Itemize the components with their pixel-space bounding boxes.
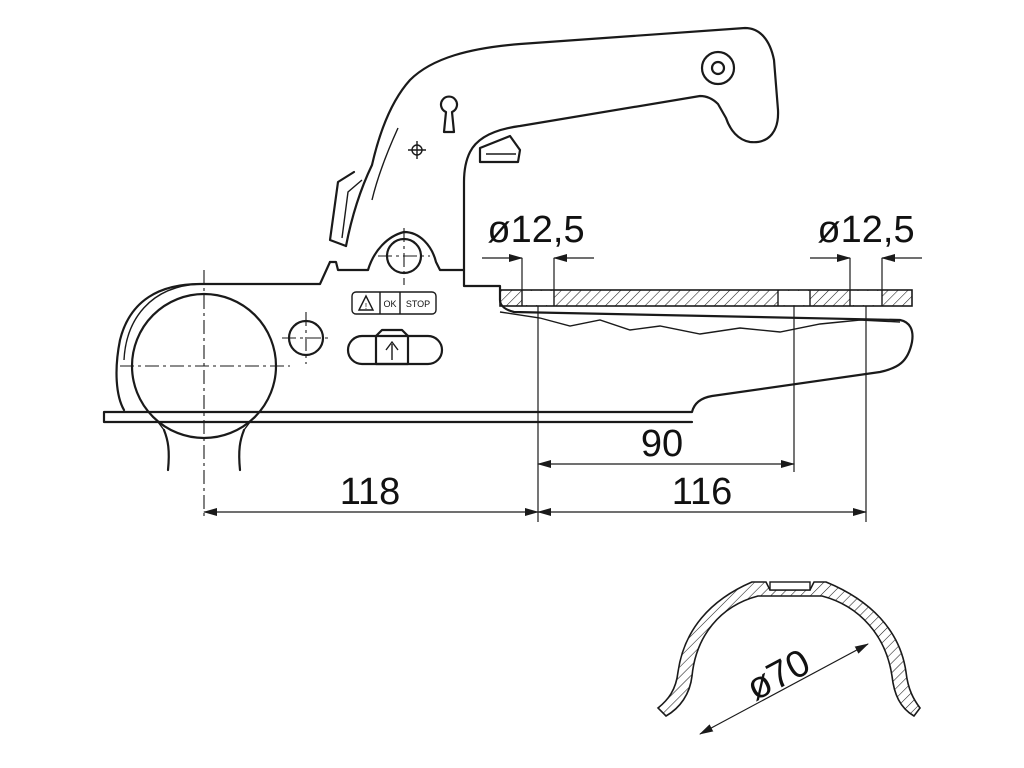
ball-stem (162, 428, 246, 472)
arrow-up-icon (385, 340, 399, 360)
tube-cross-section: ø70 (656, 581, 921, 735)
warning-triangle-icon (357, 294, 375, 311)
handle-pivot-hole (700, 50, 736, 86)
coupling-side-view: ! OK STOP (102, 26, 914, 520)
tube-profile (656, 581, 921, 718)
handle-inner-edge (371, 127, 399, 201)
ok-stop-label-plate: ! OK STOP (351, 291, 437, 315)
ok-label: OK (383, 299, 396, 309)
handle-lever (344, 26, 780, 272)
coupling-body (102, 230, 914, 424)
dim-spacing-inner: 90 (641, 423, 683, 465)
dim-hole-to-hole: 116 (672, 471, 733, 513)
dim-hole-diameter-right: ø12,5 (817, 209, 914, 251)
keyhole-icon (439, 95, 459, 134)
dim-tube-diameter: ø70 (740, 641, 818, 709)
dim-hole-diameter-left: ø12,5 (487, 209, 584, 251)
dim-ball-to-hole: 118 (340, 471, 401, 513)
handle-pivot-inner (710, 60, 726, 76)
wear-indicator (346, 328, 444, 366)
ball-housing (115, 260, 332, 412)
warning-symbol: ! (365, 302, 367, 311)
dimension-lines: ø12,5 ø12,5 90 118 116 (203, 209, 922, 522)
flange-section (499, 289, 913, 335)
latch-tab (478, 134, 522, 164)
rear-guard (328, 170, 356, 248)
stop-label: STOP (406, 299, 430, 309)
